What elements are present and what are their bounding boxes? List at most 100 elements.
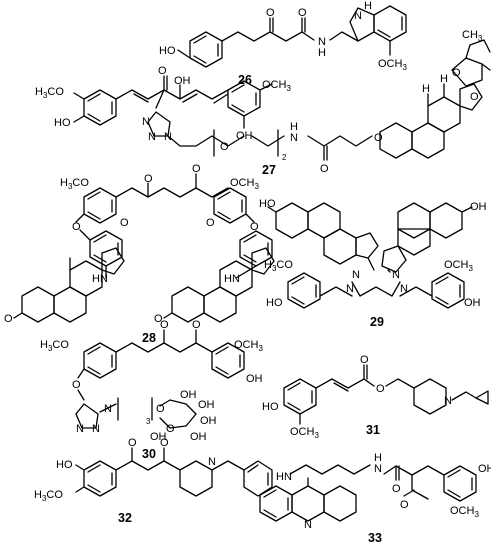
- c28-methoxy-rest: CO: [72, 177, 89, 189]
- c27-methyl: CH: [462, 29, 478, 41]
- c26-methoxy-sub: 3: [402, 63, 407, 72]
- c27-amide-n: N: [290, 132, 298, 144]
- c30-methoxy-sub: 3: [48, 344, 53, 353]
- c30-triazole-n3: N: [76, 423, 84, 435]
- c30-keto-o2: O: [192, 319, 201, 331]
- compound-27-label: 27: [262, 163, 276, 177]
- svg-text:OCH3: OCH3: [450, 505, 479, 519]
- compound-33-label: 33: [368, 531, 382, 545]
- c26-amide-n: N: [318, 36, 326, 48]
- c28-ester-o4: O: [206, 217, 215, 229]
- c29-n4: N: [400, 283, 408, 295]
- c32-methoxy-rest: CO: [46, 489, 63, 501]
- c27-peg-repeat: 2: [282, 153, 287, 162]
- c28-right-methoxy: OCH: [230, 177, 255, 189]
- c33-oh: OH: [478, 463, 491, 475]
- c30-sugar-oh2: OH: [198, 399, 215, 411]
- svg-text:OCH3: OCH3: [444, 259, 473, 273]
- svg-text:H3CO: H3CO: [40, 339, 69, 353]
- c27-enol: OH: [174, 75, 191, 87]
- c29-n1: N: [352, 269, 360, 281]
- c27-spiro-o1: O: [452, 67, 461, 79]
- c27-phenol: HO: [54, 117, 71, 129]
- c33-nh1: HN: [276, 471, 292, 483]
- c27-h2: H: [440, 73, 448, 85]
- svg-text:OCH3: OCH3: [230, 177, 259, 191]
- c29-n3: N: [392, 269, 400, 281]
- c30-triazole-n1: N: [104, 403, 112, 415]
- svg-text:OCH3: OCH3: [262, 79, 291, 93]
- c29-ho: HO: [259, 198, 276, 210]
- compound-31: O O HO OCH3 N 31: [262, 354, 489, 440]
- c27-right-methoxy-sub: 3: [286, 84, 291, 93]
- compound-30: H3CO OCH3 OH O O O N N N 3 O O OH OH OH …: [40, 319, 263, 461]
- compound-29: HO OH N N N N H3CO OCH3 HO OH 29: [259, 198, 487, 329]
- compound-30-label: 30: [142, 447, 156, 461]
- svg-text:H3CO: H3CO: [35, 86, 64, 100]
- c31-ester-o2: O: [376, 383, 385, 395]
- c29-right-phenol: OH: [464, 297, 481, 309]
- compound-28-label: 28: [142, 331, 156, 345]
- c27-right-phenol: OH: [236, 130, 253, 142]
- compound-26: HO O O N H H N OCH3 26: [159, 0, 407, 87]
- c30-right-methoxy-sub: 3: [258, 344, 263, 353]
- c31-methoxy-sub: 3: [314, 431, 319, 440]
- c28-ester-o3: O: [250, 221, 259, 233]
- c32-piperidine-n: N: [208, 456, 216, 468]
- c30-methoxy-h: H: [40, 339, 48, 351]
- c28-keto-o1: O: [144, 173, 153, 185]
- c27-right-methoxy: OCH: [262, 79, 287, 91]
- c31-ester-o: O: [360, 354, 369, 366]
- c28-ester-o1: O: [72, 221, 81, 233]
- c33-keto-o: O: [400, 499, 409, 511]
- c33-amide-n: N: [374, 463, 382, 475]
- c29-phenol: HO: [266, 297, 283, 309]
- c33-amide-h: H: [374, 452, 382, 464]
- c28-hn-left: HN: [92, 273, 108, 285]
- svg-text:OCH3: OCH3: [378, 58, 407, 72]
- c26-keto-o: O: [266, 7, 275, 19]
- c33-methoxy-sub: 3: [474, 510, 479, 519]
- c26-methoxy: OCH: [378, 58, 403, 70]
- svg-text:OCH3: OCH3: [234, 339, 263, 353]
- c28-keto-o2: O: [192, 163, 201, 175]
- c28-hn-right: HN: [224, 273, 240, 285]
- c32-keto-o2: O: [160, 437, 169, 449]
- c30-ether-o: O: [72, 379, 81, 391]
- c26-indole-h: H: [364, 0, 372, 12]
- c27-ester-o: O: [374, 132, 383, 144]
- c27-triazole-n2: N: [148, 131, 156, 143]
- c27-triazole-n3: N: [164, 131, 172, 143]
- c26-indole-n: N: [354, 10, 362, 22]
- c30-chain-repeat: 3: [146, 417, 151, 426]
- compound-31-label: 31: [366, 423, 380, 437]
- c26-amide-h: H: [318, 47, 326, 59]
- c27-methoxy-sub: 3: [43, 91, 48, 100]
- c27-peg-o: O: [220, 141, 229, 153]
- c27-keto-o: O: [158, 65, 167, 77]
- c30-right-phenol: OH: [246, 373, 263, 385]
- c33-methoxy: OCH: [450, 505, 475, 517]
- c32-phenol: HO: [56, 459, 73, 471]
- c29-methoxy-sub: 3: [272, 264, 277, 273]
- c31-piperidine-n: N: [444, 395, 452, 407]
- c30-triazole-n2: N: [92, 423, 100, 435]
- c26-phenol: HO: [159, 45, 176, 57]
- c26-amide-o: O: [298, 7, 307, 19]
- compound-32-label: 32: [118, 511, 132, 525]
- c32-keto-o1: O: [128, 437, 137, 449]
- c27-amide-h: H: [290, 121, 298, 133]
- c32-methoxy-sub: 3: [42, 494, 47, 503]
- c30-keto-o1: O: [160, 319, 169, 331]
- c27-triazole-n1: N: [142, 116, 150, 128]
- c28-methoxy-h: H: [60, 177, 68, 189]
- c29-oh: OH: [470, 201, 487, 213]
- c31-methoxy: OCH: [290, 426, 315, 438]
- compound-32: HO H3CO O O N 32: [34, 437, 273, 525]
- c27-methoxy-rest: CO: [47, 86, 64, 98]
- c31-phenol: HO: [262, 401, 279, 413]
- c28-ketone-left: O: [4, 313, 13, 325]
- c27-h1: H: [422, 83, 430, 95]
- c33-acridine-n: N: [304, 519, 312, 531]
- c32-methoxy-h: H: [34, 489, 42, 501]
